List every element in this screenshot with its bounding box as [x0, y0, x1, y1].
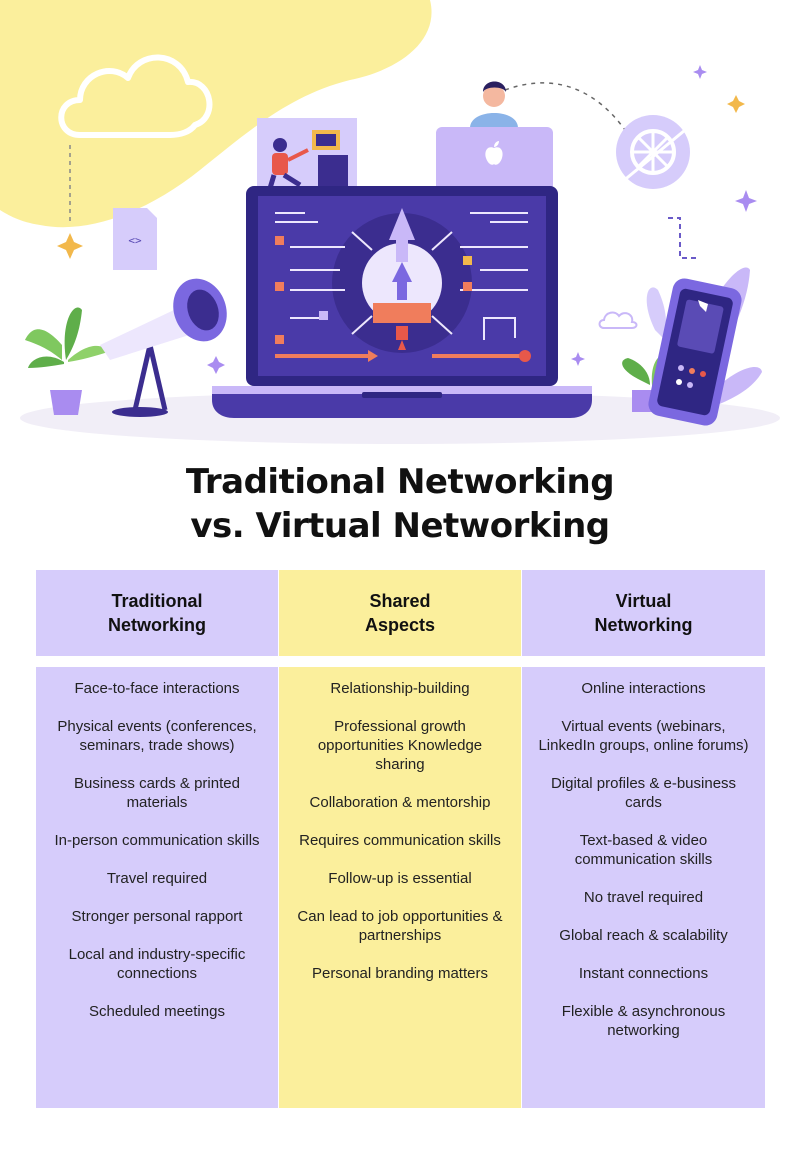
list-item: Travel required — [106, 870, 208, 887]
aperture-icon — [616, 115, 691, 189]
yellow-blob-shape — [0, 0, 432, 228]
list-item: Online interactions — [581, 680, 706, 697]
list-item: Global reach & scalability — [559, 927, 728, 944]
plant-icon — [25, 307, 108, 415]
list-item: Text-based & video communication skills — [574, 832, 713, 868]
list-item: Business cards & printed materials — [74, 775, 240, 811]
column-header: Shared Aspects — [279, 570, 521, 656]
comparison-table: Traditional Networking Face-to-face inte… — [36, 570, 765, 1108]
page-title-line-2: vs. Virtual Networking — [190, 506, 610, 546]
hero-illustration: <> — [0, 0, 780, 444]
list-item: No travel required — [583, 889, 704, 906]
person-panel — [257, 118, 357, 196]
list-item: Digital profiles & e-business cards — [550, 775, 737, 811]
sparkle-icon — [207, 65, 757, 374]
list-item: Virtual events (webinars, LinkedIn group… — [538, 718, 749, 754]
list-item: Professional growth opportunities Knowle… — [317, 718, 483, 773]
column-header: Traditional Networking — [36, 570, 278, 656]
list-item: Follow-up is essential — [328, 870, 472, 887]
page-title-line-1: Traditional Networking — [185, 462, 615, 502]
column-traditional-networking: Traditional Networking Face-to-face inte… — [36, 570, 278, 1108]
cloud-icon — [58, 54, 213, 138]
list-item: Requires communication skills — [299, 832, 501, 849]
list-item: Relationship-building — [330, 680, 470, 697]
small-cloud-icon — [598, 311, 638, 329]
smartphone-icon — [648, 278, 742, 426]
list-item: Stronger personal rapport — [71, 908, 243, 925]
list-item: Flexible & asynchronous networking — [561, 1003, 726, 1039]
list-item: Local and industry-specific connections — [68, 946, 246, 982]
page-title: Traditional Networking vs. Virtual Netwo… — [0, 460, 800, 548]
list-item: In-person communication skills — [54, 832, 260, 849]
apple-logo-icon — [485, 141, 503, 165]
list-item: Scheduled meetings — [89, 1003, 225, 1020]
person-with-laptop — [436, 81, 553, 191]
sparkle-icon — [57, 95, 745, 259]
document-icon: <> — [113, 208, 157, 270]
column-header: Virtual Networking — [522, 570, 765, 656]
list-item: Face-to-face interactions — [74, 680, 240, 697]
list-item: Physical events (conferences, seminars, … — [57, 718, 257, 754]
megaphone-icon — [100, 278, 227, 417]
list-item: Collaboration & mentorship — [309, 794, 491, 811]
list-item: Instant connections — [578, 965, 709, 982]
list-item: Personal branding matters — [312, 965, 488, 982]
list-item: Can lead to job opportunities & partners… — [297, 908, 503, 944]
svg-text:<>: <> — [128, 234, 142, 247]
laptop-icon — [212, 186, 592, 418]
